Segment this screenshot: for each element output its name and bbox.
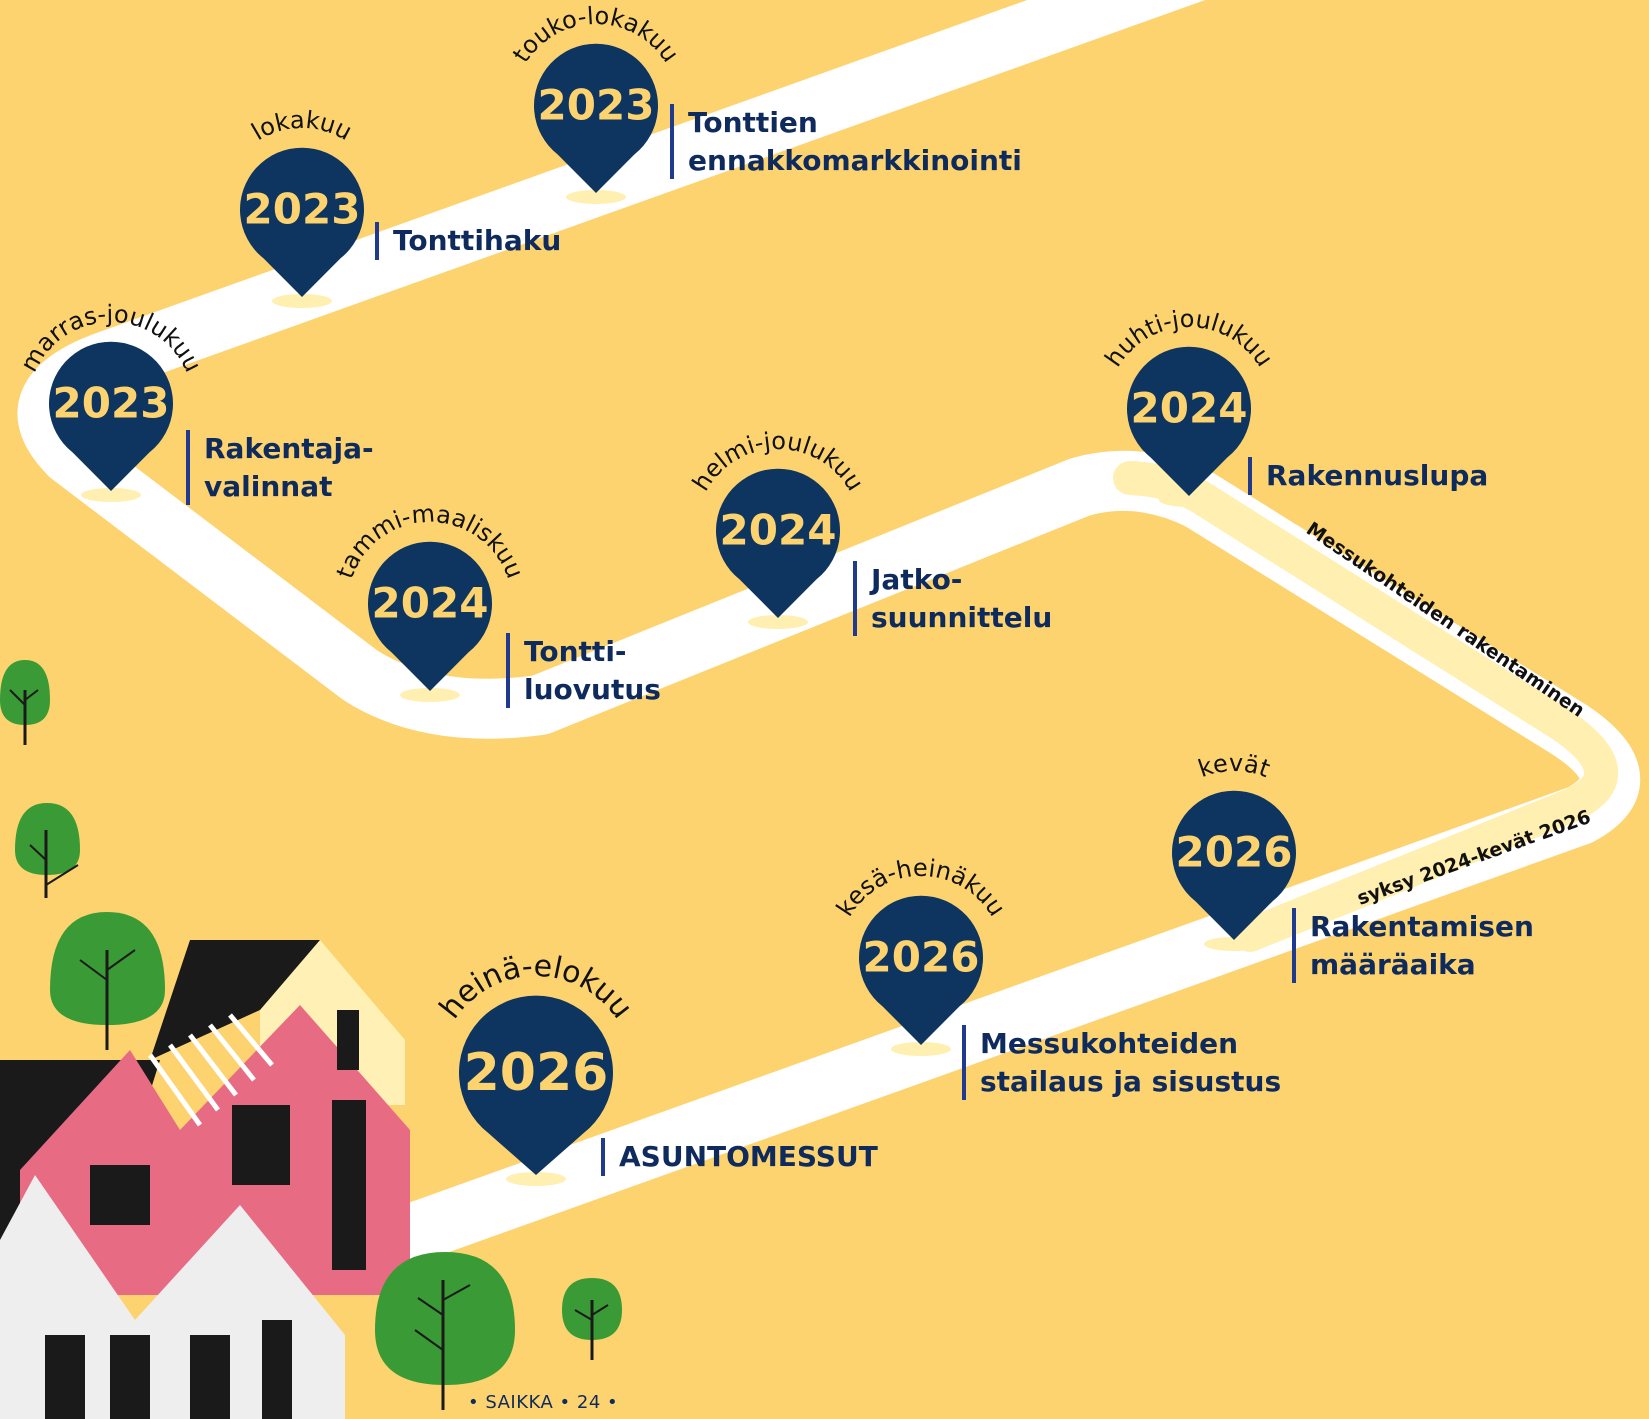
- milestone-label: Tontti-luovutus: [506, 633, 661, 709]
- milestone-label-line: stailaus ja sisustus: [980, 1064, 1282, 1098]
- milestone-year: 2023: [244, 185, 361, 234]
- milestone-year: 2024: [1131, 384, 1248, 433]
- pin-shadow: [81, 488, 141, 502]
- pin-shadow: [891, 1042, 951, 1056]
- tree-icon: [15, 803, 80, 898]
- milestone-label: Jatko-suunnittelu: [853, 561, 1053, 637]
- map-pin-icon: [716, 468, 840, 618]
- map-pin-icon: [534, 43, 658, 194]
- milestone-label: Messukohteiden stailaus ja sisustus: [962, 1025, 1282, 1101]
- tree-icon: [50, 912, 165, 1050]
- milestone-year: 2024: [372, 579, 489, 628]
- milestone-label-line: suunnittelu: [871, 600, 1053, 634]
- milestone-year: 2026: [1176, 828, 1293, 877]
- milestone-year: 2026: [863, 933, 980, 982]
- milestone-label-line: Messukohteiden: [980, 1027, 1239, 1060]
- milestone-label: Rakennuslupa: [1248, 457, 1488, 495]
- milestone-year: 2024: [720, 506, 837, 555]
- milestone-label-line: luovutus: [524, 672, 661, 706]
- milestone-label: ASUNTOMESSUT: [601, 1138, 878, 1176]
- houses-illustration: [0, 940, 410, 1419]
- pin-shadow: [748, 615, 808, 629]
- tree-icon: [0, 660, 50, 745]
- construction-band: [1113, 461, 1618, 952]
- milestone-label-line: Rakennuslupa: [1266, 459, 1489, 492]
- milestone-label-line: Tontti-: [524, 635, 627, 668]
- pin-shadow: [506, 1172, 566, 1186]
- milestone-label-line: määräaika: [1310, 947, 1476, 981]
- milestone-year: 2023: [538, 81, 655, 130]
- map-pin-icon: [1171, 790, 1297, 940]
- map-pin-icon: [858, 895, 983, 1045]
- tree-icon: [375, 1252, 515, 1410]
- milestone-period: lokakuu: [247, 106, 357, 146]
- tree-icon: [562, 1278, 622, 1360]
- pin-shadow: [1204, 937, 1264, 951]
- map-pin-icon: [368, 541, 492, 691]
- milestone-label-line: ennakkomarkkinointi: [688, 143, 1022, 177]
- milestone-label: Tonttihaku: [375, 222, 561, 260]
- milestone-pin: 2026 kevät: [1171, 749, 1297, 951]
- map-pin-icon: [240, 147, 364, 297]
- milestone-label-line: Jatko-: [871, 563, 963, 596]
- milestone-label-line: Rakentaja-: [204, 432, 374, 465]
- milestone-label: Rakentaja-valinnat: [186, 430, 374, 506]
- milestone-period: kevät: [1195, 749, 1274, 783]
- milestone-label-line: Tonttihaku: [393, 224, 562, 257]
- milestone-year: 2026: [464, 1043, 609, 1103]
- map-pin-icon: [458, 995, 613, 1175]
- milestone-label-line: Rakentamisen: [1310, 910, 1534, 943]
- milestone-year: 2023: [53, 379, 170, 428]
- milestone-label-line: valinnat: [204, 469, 333, 503]
- milestone-label-line: ASUNTOMESSUT: [619, 1140, 878, 1173]
- milestone-label-line: Tonttien: [688, 106, 818, 139]
- pin-shadow: [272, 294, 332, 308]
- pin-shadow: [1159, 493, 1219, 507]
- pin-shadow: [400, 688, 460, 702]
- pin-shadow: [566, 190, 626, 204]
- map-pin-icon: [1126, 346, 1251, 496]
- page-footer: • SAIKKA • 24 •: [468, 1392, 619, 1413]
- map-pin-icon: [49, 341, 173, 491]
- milestone-label: Rakentamisen määräaika: [1292, 908, 1534, 984]
- milestone-label: Tonttien ennakkomarkkinointi: [670, 104, 1022, 180]
